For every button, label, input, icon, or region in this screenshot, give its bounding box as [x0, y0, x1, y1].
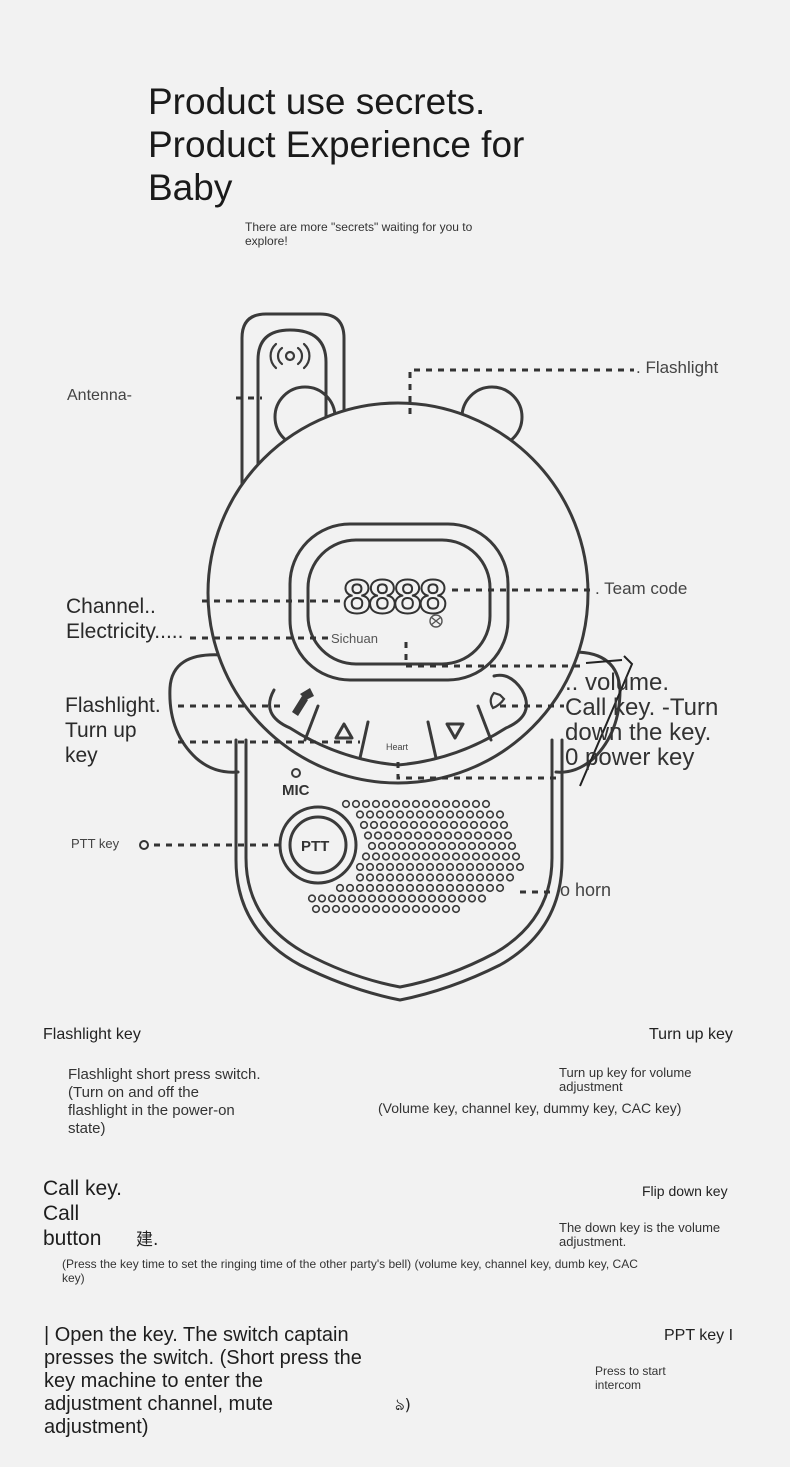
horn-label: o horn [560, 880, 612, 900]
speaker-grille [307, 799, 525, 914]
mic-label: MIC [282, 782, 310, 799]
flip-down-key-heading: Flip down key [642, 1183, 728, 1199]
turn-up-key-body: Turn up key for volume adjustment [559, 1065, 692, 1094]
left-wing-shape [168, 653, 240, 774]
flashlight-key-body: Flashlight short press switch. (Turn on … [68, 1066, 261, 1137]
body-shape [234, 738, 564, 1002]
signal-icon [429, 614, 443, 628]
open-key-mark: ঌ) [395, 1395, 411, 1414]
flashlight-key-heading: Flashlight key [43, 1026, 141, 1043]
handwritten-marks [579, 655, 634, 787]
mic-hole [291, 768, 301, 778]
open-key-body: | Open the key. The switch captain press… [44, 1324, 362, 1438]
walkie-talkie-diagram: 8888 Sichuan Heart MIC PTT [139, 312, 634, 1002]
page-title: Product use secrets. Product Experience … [148, 81, 525, 208]
phone-icon [489, 691, 506, 710]
ptt-label: PTT [301, 838, 329, 855]
ppt-key-heading: PPT key I [664, 1327, 734, 1344]
head-shape [206, 401, 590, 785]
call-key-note: (Press the key time to set the ringing t… [62, 1257, 638, 1285]
flip-down-key-body: The down key is the volume adjustment. [559, 1220, 721, 1249]
display-frame-inner [306, 538, 492, 666]
flashlight-turn-up-label: Flashlight. Turn up key [65, 694, 161, 767]
call-key-mark: 建. [136, 1230, 159, 1250]
volume-down-icon [445, 722, 465, 740]
display-digits: 8888 [342, 572, 448, 629]
page-subtitle: There are more "secrets" waiting for you… [245, 220, 473, 248]
heart-label: Heart [386, 742, 409, 752]
turn-up-key-note: (Volume key, channel key, dummy key, CAC… [378, 1100, 682, 1116]
call-key-heading: Call key. Call button [43, 1177, 122, 1250]
antenna-shape [240, 312, 346, 522]
channel-electricity-label: Channel.. Electricity..... [66, 595, 184, 643]
antenna-label: Antenna- [67, 387, 132, 404]
ppt-key-body: Press to start intercom [595, 1364, 666, 1392]
ptt-key-label: PTT key [71, 836, 120, 851]
ptt-button-inner [288, 815, 348, 875]
flashlight-callout-line [408, 368, 634, 414]
flashlight-icon [292, 688, 314, 716]
volume-up-icon [334, 722, 354, 740]
volume-callout-line [404, 642, 586, 668]
ptt-callout-dot [139, 840, 149, 850]
power-callout-line [396, 762, 556, 780]
sichuan-label: Sichuan [331, 631, 378, 646]
key-row-shape [268, 673, 528, 767]
right-keys-label: .. volume. Call key. -Turn down the key.… [565, 669, 719, 771]
turn-up-key-heading: Turn up key [649, 1026, 733, 1043]
team-code-label: . Team code [595, 579, 688, 598]
flashlight-label: . Flashlight [636, 358, 719, 377]
radio-icon [269, 342, 311, 370]
